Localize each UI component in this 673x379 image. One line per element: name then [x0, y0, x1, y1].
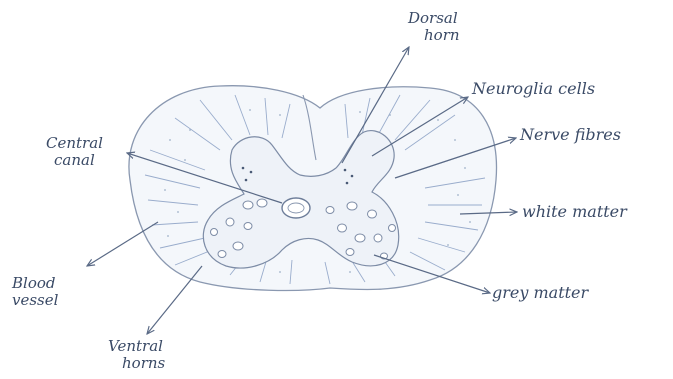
label-nerve-fibres: Nerve fibres — [520, 126, 621, 143]
central-canal — [282, 198, 310, 218]
pointer-blood-vessel — [87, 222, 158, 266]
label-white-matter: white matter — [522, 203, 627, 220]
label-neuroglia-cells: Neuroglia cells — [472, 80, 595, 97]
pointer-ventral-horns — [147, 266, 202, 334]
label-ventral-horns: Ventral horns — [108, 338, 165, 372]
label-grey-matter: grey matter — [492, 284, 588, 301]
label-dorsal-horn: Dorsal horn — [408, 10, 460, 44]
label-central-canal: Central canal — [46, 135, 103, 169]
label-blood-vessel: Blood vessel — [12, 275, 58, 309]
